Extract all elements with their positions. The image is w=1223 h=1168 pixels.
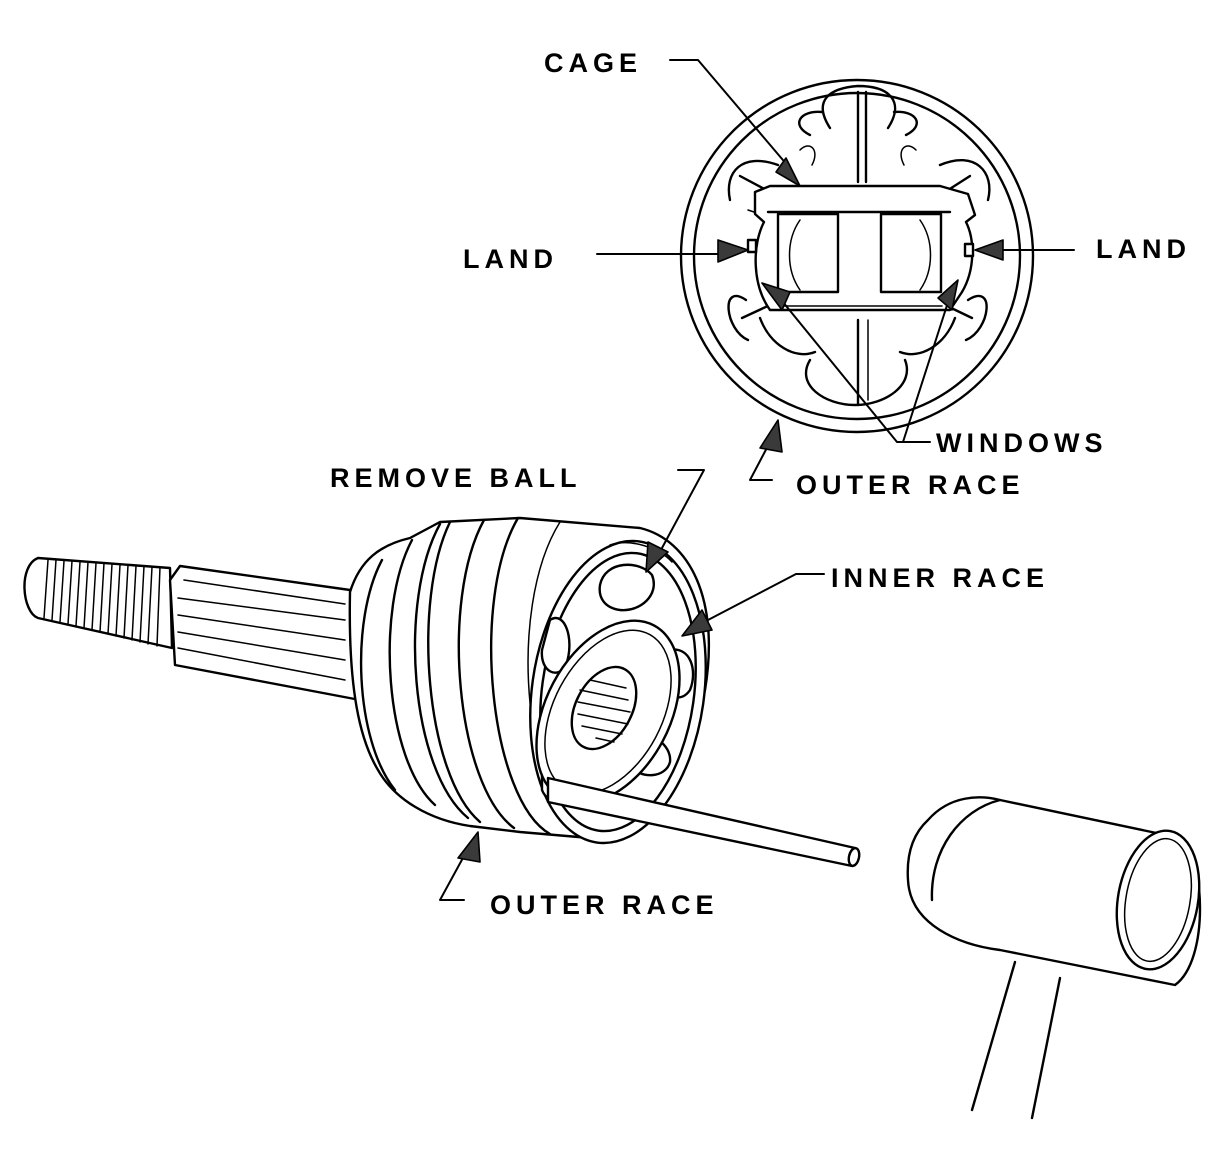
cage-leader [669, 59, 789, 167]
mallet-icon [906, 796, 1202, 1120]
cage-label: CAGE [544, 48, 642, 78]
outer-race-bottom-arrow-icon [457, 831, 481, 863]
remove-ball-label: REMOVE BALL [330, 463, 582, 493]
cage-arrow-icon [775, 157, 801, 187]
windows-leader-right [902, 295, 951, 443]
land-right-label: LAND [1096, 234, 1191, 264]
outer-race-bottom-label: OUTER RACE [490, 890, 719, 920]
inner-race-arrow-icon [681, 609, 713, 637]
outer-race-bottom-leader [439, 855, 465, 901]
outer-race-top-arrow-icon [759, 419, 783, 453]
outer-race-top-label: OUTER RACE [796, 470, 1025, 500]
inner-race-label: INNER RACE [831, 563, 1049, 593]
windows-leader-left [777, 295, 931, 443]
windows-label: WINDOWS [936, 428, 1107, 458]
cv-joint-end-view-icon [679, 78, 1035, 434]
inner-race-leader [707, 573, 825, 621]
cv-joint-assembly-icon [23, 516, 710, 845]
land-left-arrow-icon [717, 239, 749, 263]
windows-arrow-right-icon [937, 279, 959, 311]
brass-drift-rod-icon [546, 776, 861, 868]
land-right-arrow-icon [974, 239, 1004, 261]
remove-ball-arrow-icon [645, 541, 669, 573]
outer-race-top-leader [749, 441, 773, 481]
land-left-label: LAND [463, 244, 558, 274]
remove-ball-leader [661, 469, 705, 549]
windows-arrow-left-icon [761, 282, 791, 311]
